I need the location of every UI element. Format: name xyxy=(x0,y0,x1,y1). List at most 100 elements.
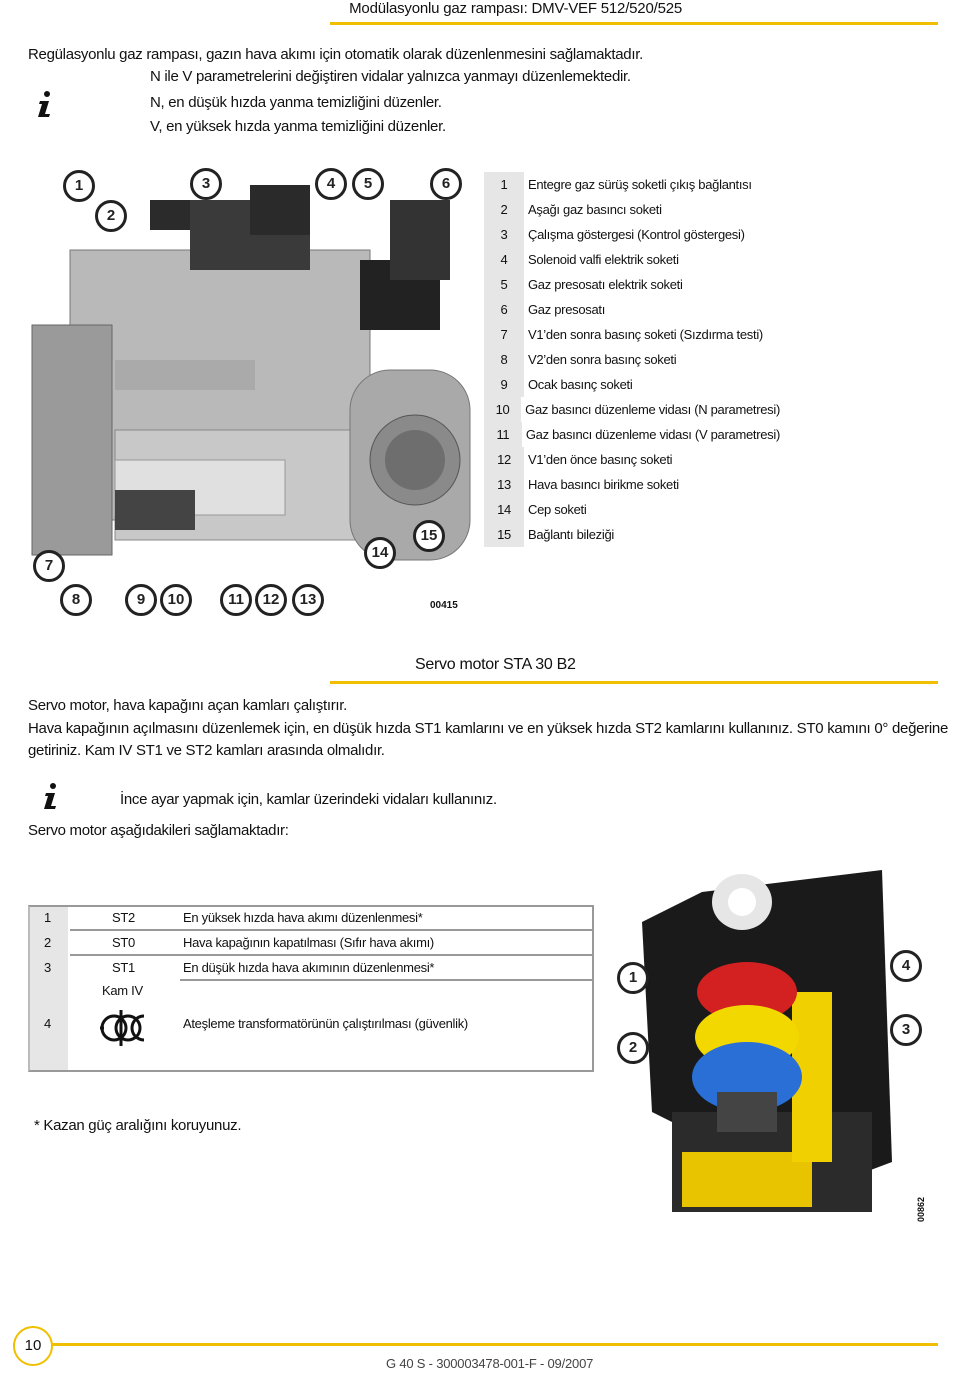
callout-14: 14 xyxy=(364,537,396,569)
legend-row: 4 Solenoid valfi elektrik soketi xyxy=(484,247,780,272)
legend-label: Ocak basınç soketi xyxy=(528,377,633,392)
valve-legend: 1 Entegre gaz sürüş soketli çıkış bağlant… xyxy=(484,172,780,547)
legend-row: 15 Bağlantı bileziği xyxy=(484,522,780,547)
legend-row: 13 Hava basıncı birikme soketi xyxy=(484,472,780,497)
gas-valve-photo: 00415 1 2 3 4 5 6 7 8 9 10 11 12 13 14 1… xyxy=(30,160,475,616)
legend-row: 9 Ocak basınç soketi xyxy=(484,372,780,397)
cam-code: ST2 xyxy=(112,910,135,925)
legend-row: 12 V1’den önce basınç soketi xyxy=(484,447,780,472)
photo-code-text: 00415 xyxy=(430,600,458,611)
footnote: * Kazan güç aralığını koruyunuz. xyxy=(34,1117,242,1134)
legend-num: 10 xyxy=(484,397,522,422)
cam-num: 1 xyxy=(44,910,51,925)
cam-num: 3 xyxy=(44,960,51,975)
legend-label: Solenoid valfi elektrik soketi xyxy=(528,252,679,267)
document-id: G 40 S - 300003478-001-F - 09/2007 xyxy=(386,1356,594,1371)
cam-num: 2 xyxy=(44,935,51,950)
legend-num: 1 xyxy=(484,172,524,197)
legend-label: Entegre gaz sürüş soketli çıkış bağlantı… xyxy=(528,177,752,192)
cam-code: ST1 xyxy=(112,960,135,975)
legend-label: Gaz basıncı düzenleme vidası (N parametr… xyxy=(525,402,780,417)
callout-6: 6 xyxy=(430,168,462,200)
legend-num: 12 xyxy=(484,447,524,472)
note-3: V, en yüksek hızda yanma temizliğini düz… xyxy=(150,118,446,135)
cam-desc: Ateşleme transformatörünün çalıştırılmas… xyxy=(183,1016,468,1031)
servo-paragraph-2: Hava kapağının açılmasını düzenlemek içi… xyxy=(28,720,948,759)
row-divider xyxy=(70,954,592,956)
callout-10: 10 xyxy=(160,584,192,616)
info-icon xyxy=(40,782,62,810)
info-icon xyxy=(34,90,56,118)
legend-label: Hava basıncı birikme soketi xyxy=(528,477,679,492)
legend-label: Bağlantı bileziği xyxy=(528,527,614,542)
page-header-title: Modülasyonlu gaz rampası: DMV-VEF 512/52… xyxy=(349,0,682,17)
legend-label: Gaz basıncı düzenleme vidası (V parametr… xyxy=(525,427,780,442)
legend-row: 6 Gaz presosatı xyxy=(484,297,780,322)
legend-num: 7 xyxy=(484,322,524,347)
legend-num: 3 xyxy=(484,222,524,247)
legend-num: 13 xyxy=(484,472,524,497)
callout-3: 3 xyxy=(190,168,222,200)
legend-label: Gaz presosatı elektrik soketi xyxy=(528,277,683,292)
callout-4: 4 xyxy=(315,168,347,200)
cam-desc: Hava kapağının kapatılması (Sıfır hava a… xyxy=(183,935,434,950)
cam-code: ST0 xyxy=(112,935,135,950)
page-number: 10 xyxy=(13,1326,53,1366)
callout-4: 4 xyxy=(890,950,922,982)
legend-num: 5 xyxy=(484,272,524,297)
cam-table-num-column xyxy=(30,907,68,1070)
legend-label: V2’den sonra basınç soketi xyxy=(528,352,677,367)
intro-text: Regülasyonlu gaz rampası, gazın hava akı… xyxy=(28,46,643,63)
photo-code-text: 00862 xyxy=(916,1197,926,1222)
callout-11: 11 xyxy=(220,584,252,616)
callout-15: 15 xyxy=(413,520,445,552)
header-rule xyxy=(330,22,938,25)
legend-label: Aşağı gaz basıncı soketi xyxy=(528,202,662,217)
legend-label: V1’den sonra basınç soketi (Sızdırma tes… xyxy=(528,327,763,342)
legend-num: 11 xyxy=(484,422,522,447)
servo-motor-photo: 00862 1 2 3 4 xyxy=(612,862,938,1242)
cam-num: 4 xyxy=(44,1016,51,1031)
legend-label: Cep soketi xyxy=(528,502,587,517)
legend-num: 15 xyxy=(484,522,524,547)
fine-tune-note: İnce ayar yapmak için, kamlar üzerindeki… xyxy=(120,791,497,808)
legend-label: Çalışma göstergesi (Kontrol göstergesi) xyxy=(528,227,745,242)
note-2: N, en düşük hızda yanma temizliğini düze… xyxy=(150,94,442,111)
callout-7: 7 xyxy=(33,550,65,582)
legend-row: 2 Aşağı gaz basıncı soketi xyxy=(484,197,780,222)
cam-desc: En düşük hızda hava akımının düzenlenmes… xyxy=(183,960,435,975)
callout-1: 1 xyxy=(63,170,95,202)
legend-row: 5 Gaz presosatı elektrik soketi xyxy=(484,272,780,297)
callout-2: 2 xyxy=(617,1032,649,1064)
footer-rule xyxy=(13,1343,938,1346)
legend-label: Gaz presosatı xyxy=(528,302,606,317)
legend-label: V1’den önce basınç soketi xyxy=(528,452,673,467)
callout-3: 3 xyxy=(890,1014,922,1046)
callout-5: 5 xyxy=(352,168,384,200)
callout-12: 12 xyxy=(255,584,287,616)
legend-row: 7 V1’den sonra basınç soketi (Sızdırma te… xyxy=(484,322,780,347)
callout-1: 1 xyxy=(617,962,649,994)
legend-num: 14 xyxy=(484,497,524,522)
legend-num: 6 xyxy=(484,297,524,322)
ignition-symbol-icon xyxy=(100,1008,152,1053)
row-divider xyxy=(70,929,592,931)
legend-num: 2 xyxy=(484,197,524,222)
legend-row: 1 Entegre gaz sürüş soketli çıkış bağlant… xyxy=(484,172,780,197)
legend-num: 8 xyxy=(484,347,524,372)
cam-desc: En yüksek hızda hava akımı düzenlenmesi* xyxy=(183,910,423,925)
note-1: N ile V parametrelerini değiştiren vidal… xyxy=(150,68,631,85)
legend-num: 9 xyxy=(484,372,524,397)
section-rule xyxy=(330,681,938,684)
callout-9: 9 xyxy=(125,584,157,616)
servo-paragraph-1: Servo motor, hava kapağını açan kamları … xyxy=(28,697,348,714)
row-divider xyxy=(180,979,592,981)
callout-13: 13 xyxy=(292,584,324,616)
legend-row: 3 Çalışma göstergesi (Kontrol göstergesi) xyxy=(484,222,780,247)
legend-row: 14 Cep soketi xyxy=(484,497,780,522)
servo-paragraph-3: Servo motor aşağıdakileri sağlamaktadır: xyxy=(28,822,289,839)
legend-num: 4 xyxy=(484,247,524,272)
legend-row: 8 V2’den sonra basınç soketi xyxy=(484,347,780,372)
